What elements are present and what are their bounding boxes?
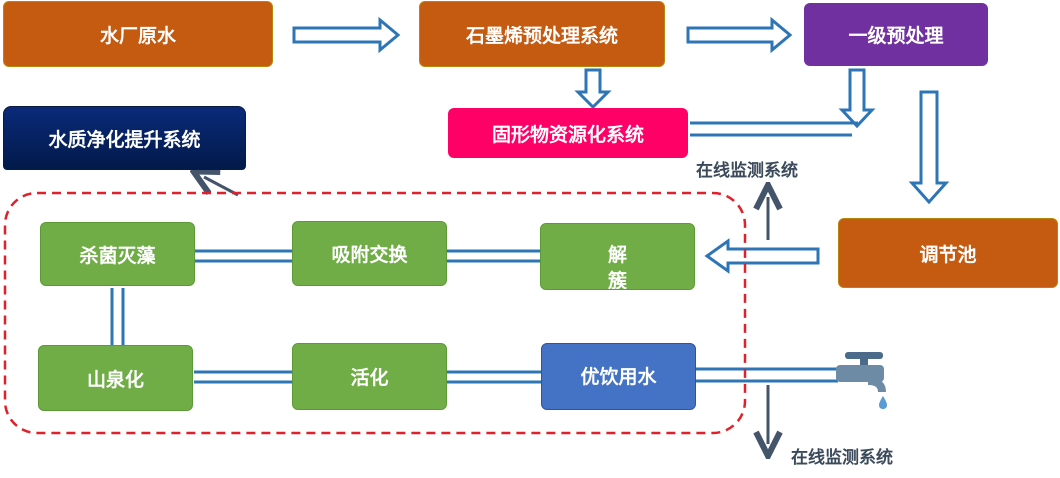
primary-node: 一级预处理 bbox=[804, 3, 988, 66]
arrow-raw-to-graphene bbox=[292, 16, 401, 54]
arrow-tank-to-decluster bbox=[704, 238, 820, 274]
adsorb-node: 吸附交换 bbox=[292, 221, 447, 286]
graphene-label: 石墨烯预处理系统 bbox=[465, 24, 618, 47]
monitor-label-1: 在线监测系统 bbox=[696, 161, 798, 181]
monitor-label-2: 在线监测系统 bbox=[791, 448, 893, 468]
solid-node: 固形物资源化系统 bbox=[448, 108, 688, 158]
tank-node: 调节池 bbox=[838, 218, 1058, 288]
adsorb-label: 吸附交换 bbox=[331, 244, 408, 266]
water-tap-icon bbox=[836, 352, 887, 409]
arrow-primary-to-solid bbox=[838, 68, 876, 129]
premium-water-label: 优饮用水 bbox=[580, 366, 657, 388]
graphene-node: 石墨烯预处理系统 bbox=[419, 1, 665, 67]
upgrade-node: 水质净化提升系统 bbox=[3, 106, 246, 170]
primary-label: 一级预处理 bbox=[848, 25, 944, 47]
raw-water-label: 水厂原水 bbox=[99, 24, 176, 47]
decluster-label: 解簇 bbox=[607, 244, 627, 290]
sterilize-node: 杀菌灭藻 bbox=[40, 222, 195, 286]
arrow-to-tank bbox=[908, 90, 950, 205]
arrow-graphene-to-solid bbox=[574, 68, 612, 110]
decluster-node: 解簇 bbox=[540, 223, 695, 290]
arrow-graphene-to-primary bbox=[686, 16, 793, 54]
purification-region bbox=[3, 191, 747, 435]
upgrade-label: 水质净化提升系统 bbox=[48, 128, 201, 151]
sterilize-label: 杀菌灭藻 bbox=[79, 244, 156, 267]
activate-label: 活化 bbox=[350, 367, 389, 389]
tank-label: 调节池 bbox=[919, 243, 977, 266]
premium-water-node: 优饮用水 bbox=[541, 343, 696, 410]
spring-node: 山泉化 bbox=[38, 345, 193, 411]
spring-label: 山泉化 bbox=[86, 368, 144, 391]
solid-label: 固形物资源化系统 bbox=[491, 123, 644, 146]
activate-node: 活化 bbox=[292, 343, 447, 410]
raw-water-node: 水厂原水 bbox=[3, 1, 273, 67]
